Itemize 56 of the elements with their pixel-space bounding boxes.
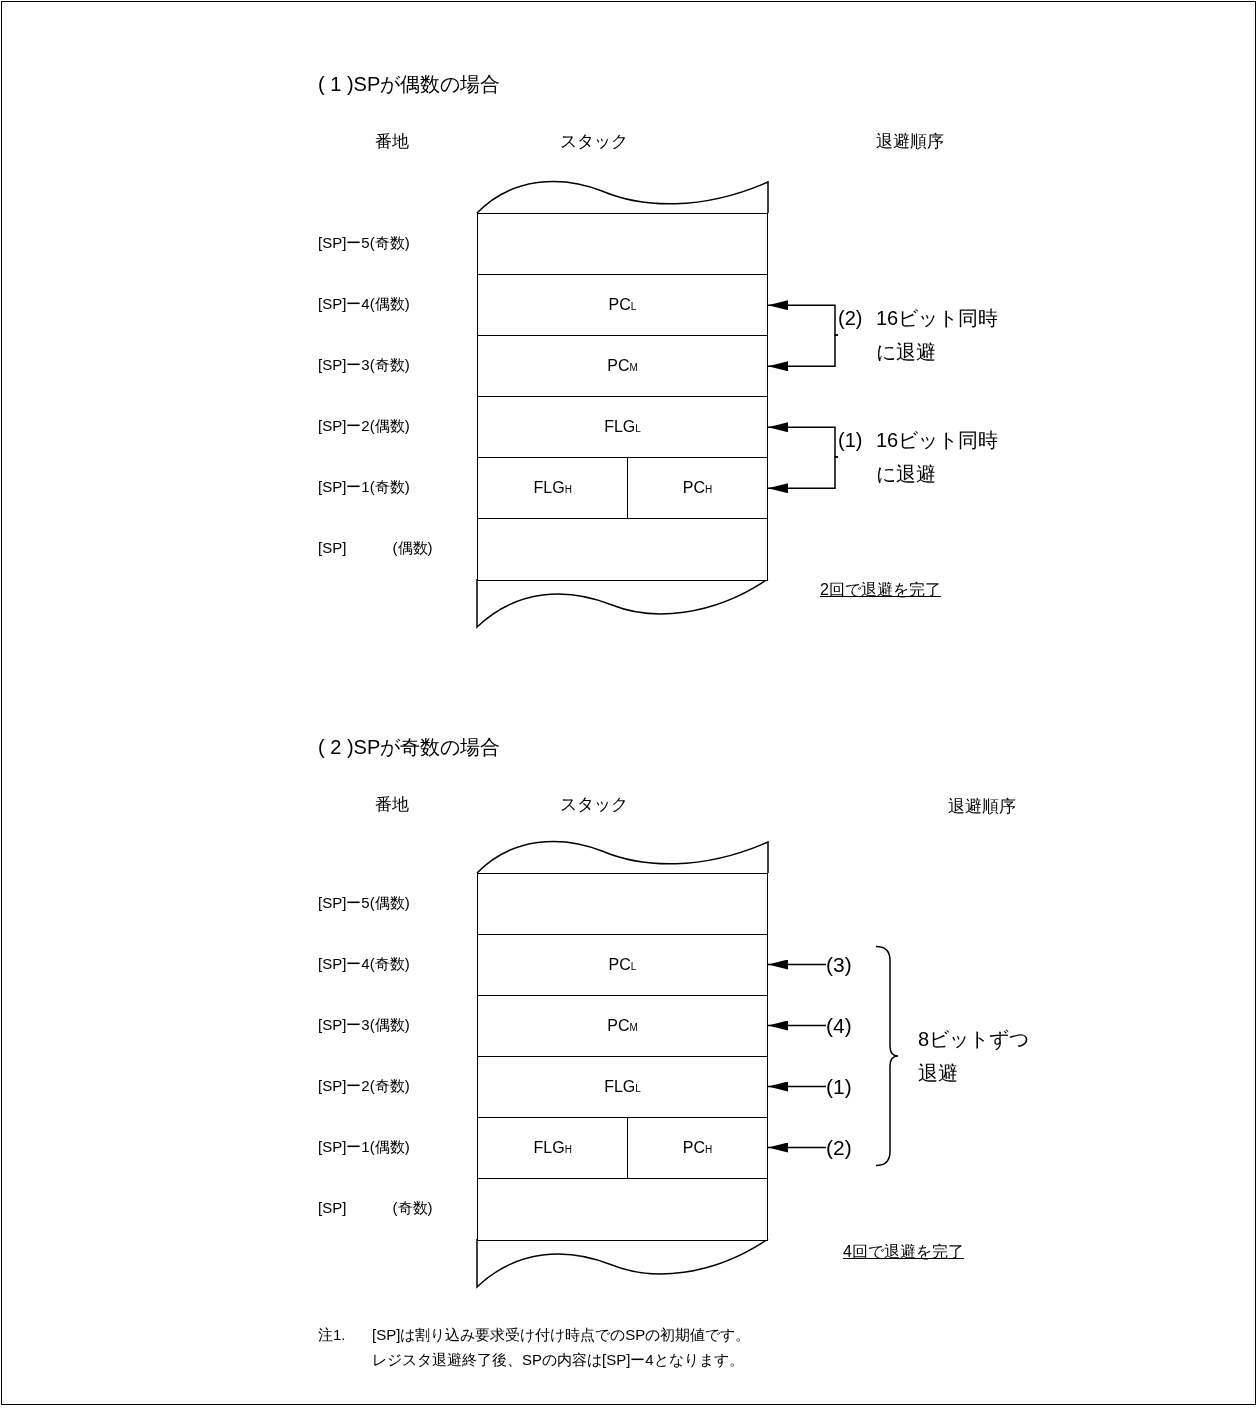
stack-cell xyxy=(477,1178,768,1241)
stack-cell xyxy=(477,335,768,398)
section-heading: ( 2 )SPが奇数の場合 xyxy=(318,735,501,759)
order-number: (4) xyxy=(826,1010,852,1041)
order-number: (1) xyxy=(826,1071,852,1102)
stack-cell xyxy=(477,873,768,936)
address-label: [SP]ー2(奇数) xyxy=(318,1076,410,1095)
arrow xyxy=(767,1081,827,1092)
address-label: [SP]ー5(偶数) xyxy=(318,893,410,912)
order-note: 16ビット同時に退避 xyxy=(876,428,1000,487)
arrow xyxy=(767,456,839,494)
arrow xyxy=(767,959,827,970)
column-header: 退避順序 xyxy=(876,132,944,153)
stack-cell xyxy=(477,274,768,337)
stack-cell xyxy=(477,213,768,276)
address-label: [SP]ー2(偶数) xyxy=(318,416,410,435)
arrow xyxy=(767,1142,827,1153)
completion-note: 2回で退避を完了 xyxy=(820,580,942,600)
section-heading: ( 1 )SPが偶数の場合 xyxy=(318,72,501,96)
order-number: (2) xyxy=(826,1132,852,1163)
stack-cell xyxy=(477,1117,629,1180)
note-text: [SP]は割り込み要求受け付け時点でのSPの初期値です。 xyxy=(372,1326,751,1344)
completion-note: 4回で退避を完了 xyxy=(843,1242,965,1262)
arrow xyxy=(767,422,839,458)
column-header: スタック xyxy=(560,795,628,816)
order-note: 16ビット同時に退避 xyxy=(876,306,1000,365)
stack-cell xyxy=(627,1117,768,1180)
address-label: [SP] (奇数) xyxy=(318,1198,433,1217)
stack-cell xyxy=(477,934,768,997)
address-label: [SP]ー1(偶数) xyxy=(318,1137,410,1156)
address-label: [SP]ー5(奇数) xyxy=(318,233,410,252)
stack-cell xyxy=(477,995,768,1058)
column-header: スタック xyxy=(560,132,628,153)
address-label: [SP]ー3(奇数) xyxy=(318,355,410,374)
address-label: [SP] (偶数) xyxy=(318,538,433,557)
stack-cell xyxy=(477,518,768,581)
order-number: (3) xyxy=(826,949,852,980)
stack-cell xyxy=(627,457,768,520)
address-label: [SP]ー4(偶数) xyxy=(318,294,410,313)
column-header: 退避順序 xyxy=(948,797,1016,818)
note-number: 注1. xyxy=(318,1326,346,1344)
stack-cell xyxy=(477,1056,768,1119)
note-text: レジスタ退避終了後、SPの内容は[SP]ー4となります。 xyxy=(372,1351,744,1369)
stack-cell xyxy=(477,457,629,520)
arrow xyxy=(767,300,839,336)
arrow xyxy=(767,1020,827,1031)
order-number: (1) xyxy=(838,428,863,453)
column-header: 番地 xyxy=(375,132,409,153)
address-label: [SP]ー3(偶数) xyxy=(318,1015,410,1034)
arrow xyxy=(767,334,839,372)
column-header: 番地 xyxy=(375,795,409,816)
address-label: [SP]ー1(奇数) xyxy=(318,477,410,496)
address-label: [SP]ー4(奇数) xyxy=(318,954,410,973)
bracket-note: 8ビットずつ退避 xyxy=(918,1027,1031,1086)
stack-cell xyxy=(477,396,768,459)
order-number: (2) xyxy=(838,306,863,331)
